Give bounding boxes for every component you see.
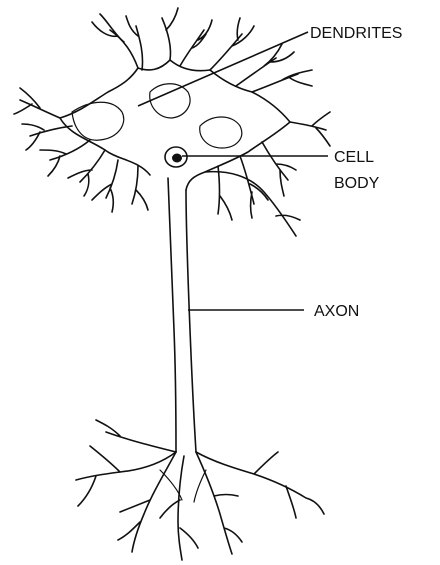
axon-terminals xyxy=(76,420,324,560)
dendrites-label: DENDRITES xyxy=(310,25,402,42)
cell-body-label-line2: BODY xyxy=(334,175,380,192)
cell-body-label-line1: CELL xyxy=(334,149,374,166)
nucleus xyxy=(165,147,187,167)
neuron-soma xyxy=(60,60,290,190)
axon-shaft xyxy=(168,178,196,452)
axon-label: AXON xyxy=(314,303,359,320)
dendrites-leader-line xyxy=(138,32,308,106)
